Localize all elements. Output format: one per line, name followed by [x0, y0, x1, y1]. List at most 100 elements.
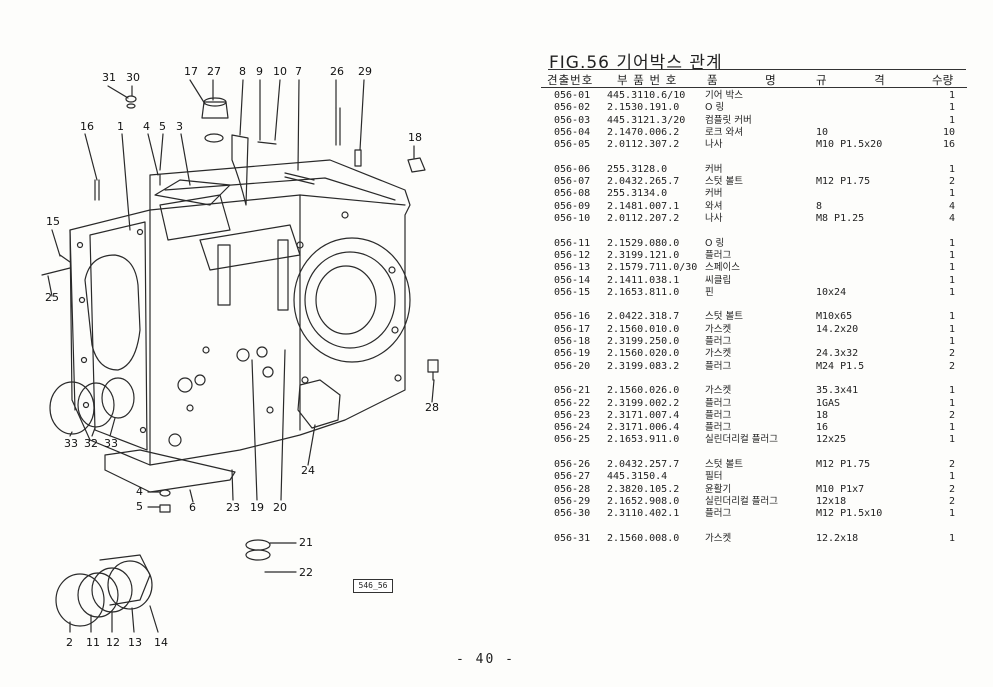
- cell-part-name: O 링: [705, 102, 725, 114]
- cell-ref-no: 056-27: [554, 471, 591, 483]
- cell-ref-no: 056-29: [554, 495, 591, 507]
- cell-qty: 1: [948, 188, 955, 200]
- cell-spec: M12 P1.5x10: [816, 508, 883, 520]
- cell-part-name: 나사: [705, 213, 723, 224]
- cell-spec: M10 P1x7: [816, 483, 865, 495]
- callout-label: 21: [299, 536, 313, 549]
- cell-part-number: 2.1560.026.0: [607, 385, 680, 397]
- cell-part-name: 플러그: [705, 397, 732, 409]
- cover-plate: [104, 449, 236, 493]
- cell-ref-no: 056-21: [554, 385, 591, 397]
- cell-ref-no: 056-09: [554, 200, 591, 212]
- cell-ref-no: 056-28: [554, 483, 591, 495]
- gearbox-housing: [69, 159, 411, 466]
- callout-label: 24: [301, 464, 315, 477]
- cell-ref-no: 056-23: [554, 409, 591, 421]
- cell-qty: 1: [948, 508, 955, 520]
- cell-part-number: 2.0422.318.7: [607, 311, 680, 323]
- callout-label: 28: [425, 401, 439, 414]
- callout-label: 23: [226, 501, 240, 514]
- callout-label: 17: [184, 65, 198, 78]
- callout-label: 16: [80, 120, 94, 133]
- cell-part-name: 나사: [705, 139, 723, 151]
- cell-qty: 4: [948, 213, 955, 224]
- cell-part-name: 기어 박스: [705, 90, 743, 101]
- cell-ref-no: 056-18: [554, 336, 591, 347]
- cell-qty: 2: [948, 348, 955, 360]
- cell-spec: M24 P1.5: [816, 360, 865, 372]
- cell-ref-no: 056-02: [554, 102, 591, 114]
- cell-ref-no: 056-12: [554, 249, 591, 261]
- cell-ref-no: 056-10: [554, 213, 591, 224]
- cell-part-number: 2.3199.083.2: [607, 360, 680, 372]
- cell-part-number: 2.0112.307.2: [607, 139, 680, 151]
- cell-part-number: 2.3199.002.2: [607, 397, 680, 409]
- callout-label: 13: [128, 636, 142, 649]
- cell-ref-no: 056-30: [554, 508, 591, 520]
- cell-spec: M8 P1.25: [816, 213, 865, 224]
- cell-ref-no: 056-15: [554, 286, 591, 298]
- cell-part-name: O 링: [705, 237, 725, 249]
- cell-part-number: 2.1560.008.0: [607, 532, 680, 544]
- cell-part-name: 로크 와셔: [705, 126, 743, 138]
- cell-part-number: 2.1652.908.0: [607, 495, 680, 507]
- callout-label: 12: [106, 636, 120, 649]
- cell-qty: 1: [948, 434, 955, 446]
- cell-qty: 1: [948, 114, 955, 126]
- callout-label: 27: [207, 65, 221, 78]
- cell-qty: 1: [948, 237, 955, 249]
- callout-label: 8: [239, 65, 246, 78]
- page-number: - 40 -: [456, 652, 515, 667]
- cell-qty: 1: [948, 323, 955, 335]
- col-header-qty: 수량: [932, 73, 954, 87]
- cell-part-name: 스텃 볼트: [705, 311, 743, 323]
- callout-label: 19: [250, 501, 264, 514]
- callout-label: 14: [154, 636, 168, 649]
- cell-part-name: 가스켓: [705, 323, 732, 335]
- cell-spec: M10x65: [816, 311, 853, 323]
- cell-part-number: 2.1411.038.1: [607, 274, 680, 286]
- cell-part-name: 스텃 볼트: [705, 459, 743, 470]
- cell-part-name: 가스켓: [705, 532, 732, 544]
- cell-part-name: 윤활기: [705, 483, 732, 495]
- title-underline: [548, 69, 966, 70]
- cell-part-number: 2.3171.007.4: [607, 409, 680, 421]
- cell-part-number: 2.3199.250.0: [607, 336, 680, 347]
- cell-part-name: 플러그: [705, 422, 732, 434]
- cell-part-number: 2.3199.121.0: [607, 249, 680, 261]
- cell-part-number: 2.1530.191.0: [607, 102, 680, 114]
- col-header-spec: 규 격: [816, 73, 886, 87]
- callout-label: 33: [64, 437, 78, 450]
- cell-qty: 1: [948, 274, 955, 286]
- cell-part-name: 컴플릿 커버: [705, 114, 752, 126]
- cell-ref-no: 056-22: [554, 397, 591, 409]
- cell-part-number: 2.0112.207.2: [607, 213, 680, 224]
- cell-part-name: 스페이스: [705, 262, 740, 274]
- cell-part-number: 2.1579.711.0/30: [607, 262, 698, 274]
- cell-spec: M12 P1.75: [816, 459, 871, 470]
- callout-label: 18: [408, 131, 422, 144]
- cell-qty: 1: [948, 286, 955, 298]
- callout-label: 25: [45, 291, 59, 304]
- cell-spec: 1GAS: [816, 397, 841, 409]
- cell-ref-no: 056-25: [554, 434, 591, 446]
- cell-part-name: 와셔: [705, 200, 723, 212]
- callout-label: 20: [273, 501, 287, 514]
- cell-part-number: 2.3171.006.4: [607, 422, 680, 434]
- cell-part-name: 플러그: [705, 409, 732, 421]
